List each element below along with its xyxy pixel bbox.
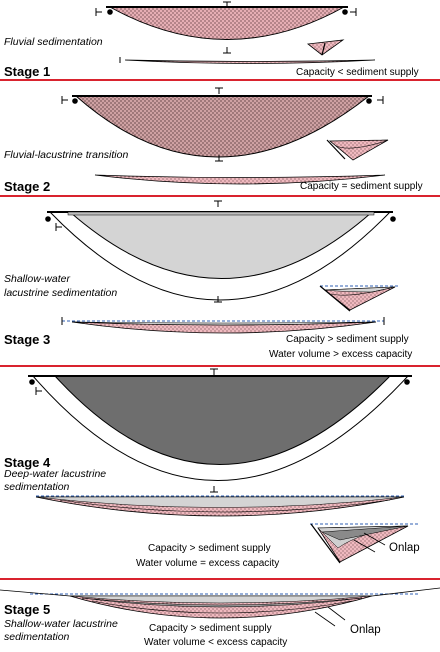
stage4-condition-1: Capacity > sediment supply [148,543,271,554]
stage2-basin [74,95,371,158]
stage4-onlap-pointer-2 [363,532,386,546]
stage4-diagram [28,368,420,564]
stage4-hinge-right [404,379,410,385]
stage3-label: Stage 3 [4,332,51,347]
stage1-inset [306,39,345,56]
stage5-condition-2: Water volume < excess capacity [144,637,288,648]
separator-2 [0,195,440,197]
stage5-onlap-pointer-2 [327,606,346,621]
stage4-condition-2: Water volume = excess capacity [136,558,280,569]
stage5-onlap-pointer-1 [314,611,336,627]
stage2-diagram [61,87,389,185]
stage5-caption-line2: sedimentation [4,631,70,643]
stage1-label: Stage 1 [4,64,51,79]
stage3-caption-line1: Shallow-water [4,273,70,285]
stage4-hinge-left [29,379,35,385]
separator-1 [0,79,440,81]
separator-3 [0,365,440,367]
stage5-label: Stage 5 [4,602,51,617]
stage5-onlap-label: Onlap [350,624,381,636]
stage3-diagram [45,200,400,334]
stage5-caption-line1: Shallow-water lacustrine [4,618,118,630]
stage2-inset [328,139,389,161]
stage3-water-body [68,211,374,279]
stage4-water-body [53,375,392,465]
stage1-hinge-right [342,9,348,15]
stage2-hinge-left [72,98,78,104]
stage4-onlap-pointer-1 [353,539,376,553]
stage1-section [124,59,376,64]
stage1-diagram [95,1,376,64]
stage4-onlap-label: Onlap [389,542,420,554]
stage1-caption: Fluvial sedimentation [4,36,103,48]
stage2-caption: Fluvial-lacustrine transition [4,149,129,161]
stage2-label: Stage 2 [4,179,51,194]
stage1-condition: Capacity < sediment supply [296,67,419,78]
stage4-label: Stage 4 [4,455,51,470]
stage2-hinge-right [366,98,372,104]
stage2-section [94,174,386,185]
stage3-caption-line2: lacustrine sedimentation [4,287,118,299]
stage1-hinge-left [107,9,113,15]
stage1-basin [108,6,346,40]
separator-4 [0,578,440,580]
stage3-condition-1: Capacity > sediment supply [286,334,409,345]
stage4-caption-line2: sedimentation [4,481,70,493]
stage3-hinge-left [45,216,51,222]
stage5-condition-1: Capacity > sediment supply [149,623,272,634]
stage4-caption-line1: Deep-water lacustrine [4,468,107,480]
stage2-condition: Capacity = sediment supply [300,181,423,192]
stage5-diagram [0,587,440,627]
stage3-condition-2: Water volume > excess capacity [269,349,413,360]
stage3-hinge-right [390,216,396,222]
